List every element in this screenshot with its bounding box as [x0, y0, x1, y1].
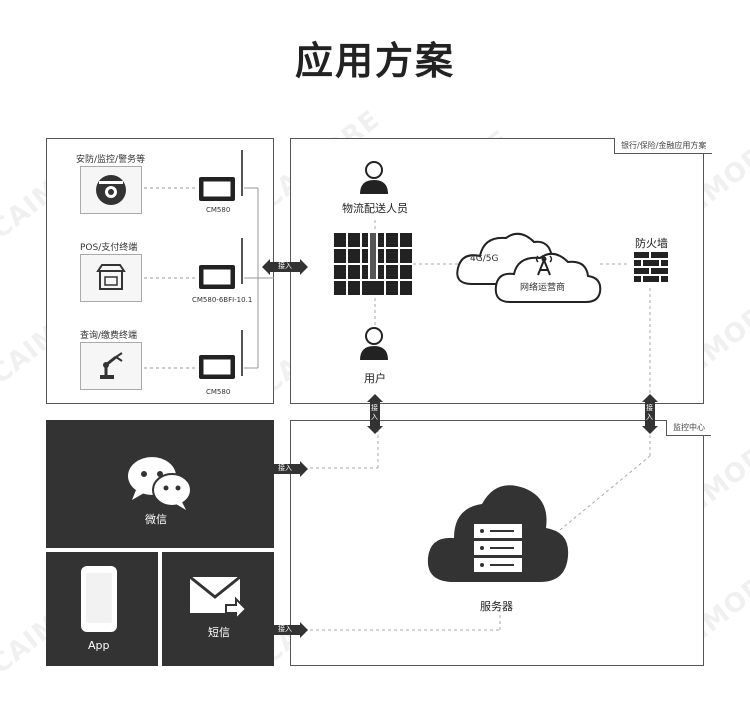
- 4g-5g-label: 4G/5G: [470, 254, 499, 264]
- device-category-label: 查询/缴费终端: [80, 331, 138, 341]
- device-category-label: 安防/监控/警务等: [76, 155, 146, 165]
- device-model-label: CM580-6BFI-10.1: [192, 296, 253, 304]
- network-cloud-icon: [454, 222, 614, 312]
- kiosk-robot-arm-icon: [80, 342, 142, 390]
- access-label: 接入: [278, 262, 292, 270]
- smartphone-icon: [80, 565, 118, 637]
- antenna-icon: [240, 330, 244, 376]
- wechat-label: 微信: [145, 513, 167, 526]
- access-arrow: 接入: [262, 621, 308, 639]
- user-label: 用户: [364, 372, 386, 385]
- courier-label: 物流配送人员: [342, 202, 408, 215]
- device-model-label: CM580: [206, 206, 231, 214]
- device-connector-lines: [138, 187, 274, 369]
- access-arrow: 接入: [641, 394, 659, 434]
- server-label: 服务器: [480, 600, 513, 613]
- access-label: 接入: [646, 404, 653, 421]
- pos-store-icon: [80, 254, 142, 302]
- access-label: 接入: [278, 464, 292, 472]
- signal-tower-icon: [534, 254, 554, 280]
- operator-label: 网络运营商: [520, 283, 566, 293]
- wechat-icon: [126, 456, 192, 514]
- envelope-icon: [188, 575, 248, 625]
- antenna-icon: [240, 238, 244, 284]
- app-label: App: [88, 639, 110, 652]
- antenna-icon: [240, 150, 244, 196]
- sms-label: 短信: [208, 626, 230, 639]
- server-cloud-icon: [426, 478, 570, 594]
- device-terminal-icon: [198, 264, 236, 290]
- user-person-icon: [358, 326, 390, 366]
- firewall-icon: [634, 252, 668, 288]
- device-model-label: CM580: [206, 388, 231, 396]
- panel-tag: 银行/保险/金融应用方案: [614, 138, 713, 154]
- network-lines: [374, 220, 651, 404]
- device-category-label: POS/支付终端: [80, 243, 138, 253]
- access-label: 接入: [278, 625, 292, 633]
- device-terminal-icon: [198, 354, 236, 380]
- smart-locker-icon: [334, 233, 412, 299]
- security-camera-icon: [80, 166, 142, 214]
- monitoring-lines: [310, 420, 651, 631]
- courier-person-icon: [358, 160, 390, 200]
- access-arrow: 接入: [262, 258, 308, 276]
- firewall-label: 防火墙: [635, 237, 668, 250]
- device-terminal-icon: [198, 176, 236, 202]
- page-title: 应用方案: [294, 39, 455, 83]
- access-arrow: 接入: [262, 460, 308, 478]
- access-label: 接入: [371, 404, 378, 421]
- panel-tag: 监控中心: [666, 420, 711, 436]
- access-arrow: 接入: [366, 394, 384, 434]
